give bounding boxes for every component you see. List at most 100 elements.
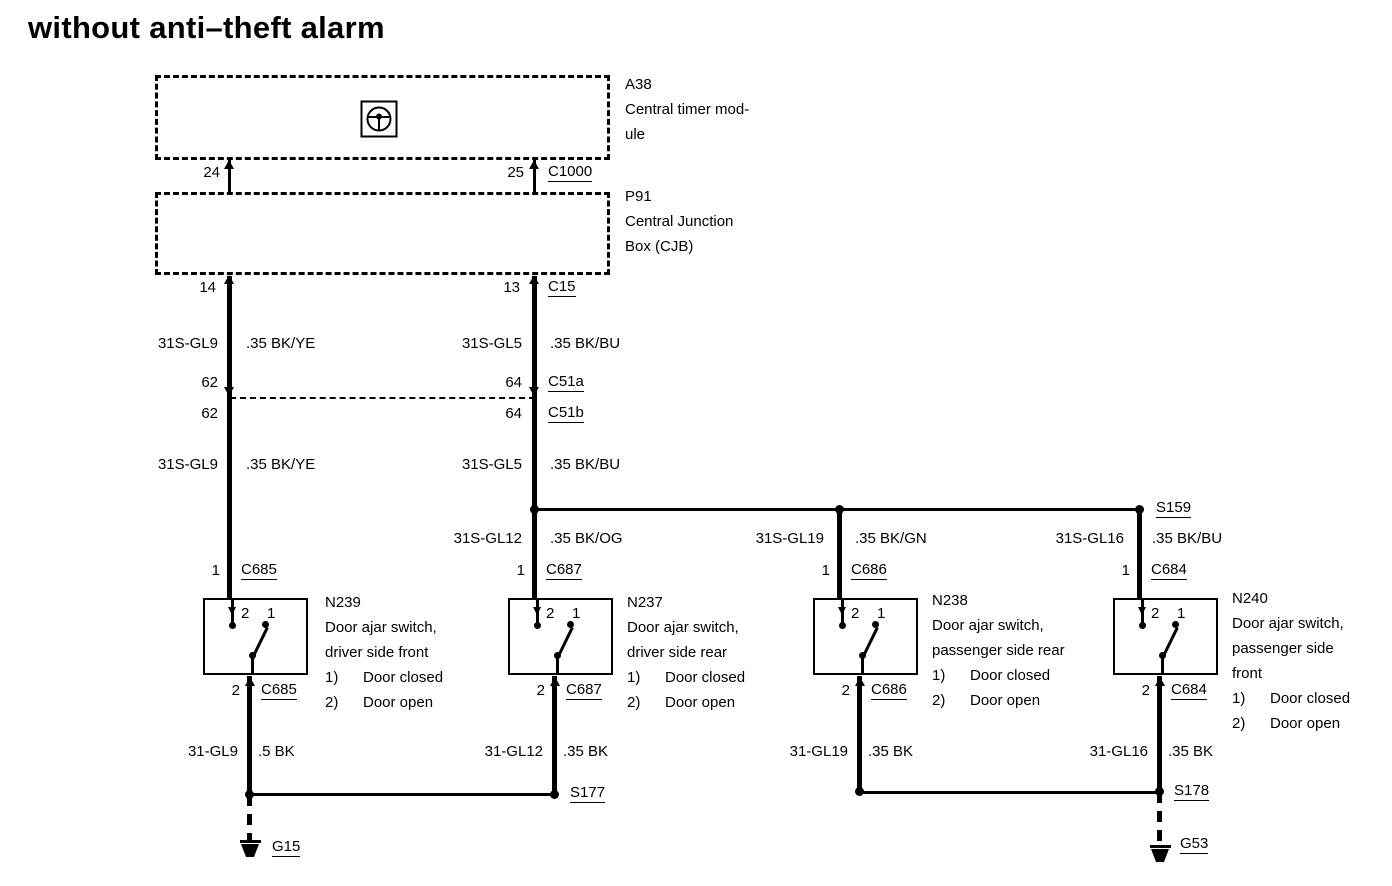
switch-desc: Door ajar switch,	[932, 617, 1044, 634]
arrowhead-icon	[228, 607, 236, 615]
contact-dot	[229, 622, 236, 629]
ground-label-g15: G15	[272, 838, 301, 857]
pin-number: 2	[1141, 682, 1150, 699]
legend-number: 1)	[1232, 690, 1246, 707]
module-id-a38: A38	[625, 76, 652, 93]
switch-id: N237	[627, 594, 663, 611]
circuit-label: 31-GL16	[1089, 743, 1148, 760]
contact-dot	[1172, 621, 1179, 628]
switch-desc: Door ajar switch,	[627, 619, 739, 636]
module-box-a38	[155, 75, 610, 160]
junction-dot	[530, 505, 539, 514]
pin-number: 1	[1121, 562, 1130, 579]
circuit-label: 31S-GL16	[1055, 530, 1124, 547]
module-desc-a38-2: ule	[625, 126, 646, 143]
module-box-p91	[155, 192, 610, 275]
legend-text: Door open	[1270, 715, 1341, 732]
wire-segment	[251, 655, 254, 673]
connector-label: C684	[1171, 681, 1207, 700]
ground-bar	[240, 840, 261, 843]
connector-label-c51a: C51a	[548, 373, 584, 392]
legend-number: 2)	[325, 694, 339, 711]
splice-label-s178: S178	[1174, 782, 1210, 801]
arrowhead-icon	[224, 387, 234, 396]
wire-spec-label: .35 BK/YE	[246, 335, 316, 352]
junction-dot	[1135, 505, 1144, 514]
pin-number: 2	[841, 682, 850, 699]
module-desc-p91-1: Central Junction	[625, 213, 734, 230]
arrowhead-icon	[533, 607, 541, 615]
connector-label-c15: C15	[548, 278, 576, 297]
splice-label-s177: S177	[570, 784, 606, 803]
connector-label-c51b: C51b	[548, 404, 584, 423]
switch-desc: driver side rear	[627, 644, 728, 661]
switch-desc: Door ajar switch,	[325, 619, 437, 636]
contact-number: 1	[267, 605, 276, 622]
legend-number: 2)	[932, 692, 946, 709]
circuit-label: 31-GL12	[484, 743, 543, 760]
junction-dot	[1155, 787, 1164, 796]
wire-spec-label: .35 BK/GN	[855, 530, 927, 547]
wire-31-gl16	[1157, 676, 1162, 792]
module-desc-p91-2: Box (CJB)	[625, 238, 694, 255]
wire-spec-label: .35 BK/BU	[550, 335, 621, 352]
circuit-label: 31S-GL12	[453, 530, 522, 547]
legend-item: 1) Door closed	[325, 669, 443, 686]
connector-label: C687	[546, 561, 582, 580]
connector-label: C686	[871, 681, 907, 700]
pin-number: 62	[201, 374, 218, 391]
switch-id: N239	[325, 594, 361, 611]
page-title: without anti–theft alarm	[28, 10, 385, 45]
legend-text: Door open	[665, 694, 736, 711]
wire-spec-label: .35 BK/OG	[550, 530, 623, 547]
arrowhead-icon	[529, 160, 539, 169]
legend-item: 2) Door open	[932, 692, 1040, 709]
splice-label-s159: S159	[1156, 499, 1192, 518]
connector-label: C687	[566, 681, 602, 700]
circuit-label: 31S-GL19	[755, 530, 824, 547]
legend-text: Door closed	[363, 669, 444, 686]
legend-number: 1)	[627, 669, 641, 686]
contact-dot	[839, 622, 846, 629]
wire-spec-label: .35 BK	[1168, 743, 1214, 760]
wire-31-gl9	[247, 676, 252, 794]
legend-text: Door closed	[970, 667, 1051, 684]
contact-dot	[872, 621, 879, 628]
legend-number: 2)	[627, 694, 641, 711]
junction-dot	[245, 790, 254, 799]
circuit-label: 31S-GL9	[157, 335, 218, 352]
legend-number: 2)	[1232, 715, 1246, 732]
wire-segment	[556, 655, 559, 673]
contact-dot	[567, 621, 574, 628]
pin-number: 62	[201, 405, 218, 422]
junction-dot	[855, 787, 864, 796]
ground-bar	[1150, 845, 1171, 848]
connector-label: C686	[851, 561, 887, 580]
legend-number: 1)	[932, 667, 946, 684]
switch-id: N238	[932, 592, 968, 609]
ground-lead	[1157, 792, 1162, 845]
splice-bus-s178	[860, 791, 1160, 794]
wire-spec-label: .35 BK	[563, 743, 609, 760]
wire-31s-gl5	[532, 276, 537, 598]
legend-text: Door open	[363, 694, 434, 711]
contact-dot	[262, 621, 269, 628]
wire-segment	[1161, 655, 1164, 673]
circuit-label: 31S-GL5	[461, 456, 522, 473]
legend-text: Door closed	[1270, 690, 1351, 707]
legend-number: 1)	[325, 669, 339, 686]
wire-31s-gl16	[1137, 510, 1142, 598]
legend-text: Door closed	[665, 669, 746, 686]
legend-item: 1) Door closed	[932, 667, 1050, 684]
contact-dot	[534, 622, 541, 629]
legend-text: Door open	[970, 692, 1041, 709]
pin-number: 64	[505, 405, 522, 422]
wire-segment	[861, 655, 864, 673]
wire-spec-label: .35 BK/BU	[550, 456, 621, 473]
legend-item: 2) Door open	[627, 694, 735, 711]
pin-number: 24	[203, 164, 220, 181]
wire-segment	[228, 160, 231, 192]
legend-item: 1) Door closed	[627, 669, 745, 686]
splice-bus-s177	[250, 793, 555, 796]
switch-box-n237: 2 1	[508, 598, 613, 675]
